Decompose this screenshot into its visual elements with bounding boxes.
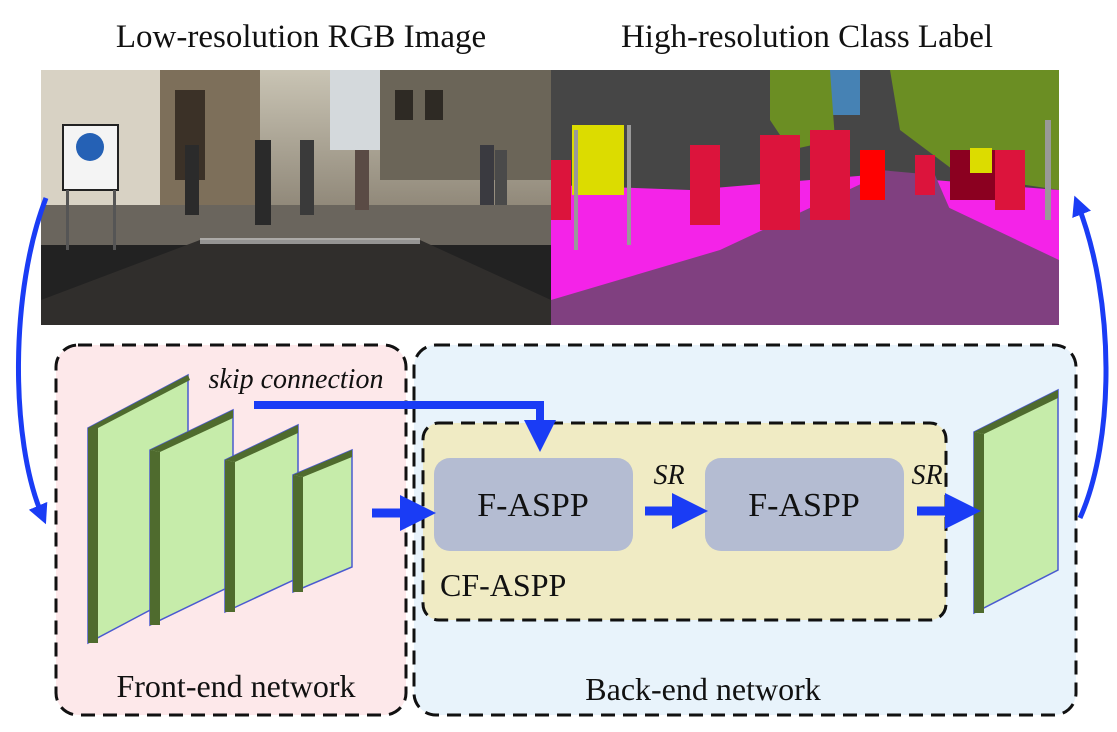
output-curve-arrow [1072,195,1109,520]
cf-aspp-label: CF-ASPP [440,567,566,603]
f-aspp-block-2 [705,458,904,551]
output-layer [973,388,1059,615]
encoder-layer-2 [149,408,234,627]
encoder-layer-4 [292,448,353,594]
class-label-image [551,70,1059,325]
skip-connection-arrow [254,401,556,452]
back-end-network-label: Back-end network [585,671,820,707]
encoder-layer-3 [224,423,299,614]
rgb-street-image [41,70,551,325]
f-aspp-block-2-label: F-ASPP [748,487,860,524]
label-image-title: High-resolution Class Label [621,19,993,55]
sr-label-1: SR [653,460,684,491]
front-end-network-label: Front-end network [116,668,355,704]
rgb-image-title: Low-resolution RGB Image [116,19,486,55]
sr-label-2: SR [911,460,942,491]
f-aspp-block-1-label: F-ASPP [477,487,589,524]
input-curve-arrow [15,197,49,525]
flow-arrows [15,195,1109,531]
skip-connection-label: skip connection [209,364,384,395]
f-aspp-block-1 [434,458,633,551]
